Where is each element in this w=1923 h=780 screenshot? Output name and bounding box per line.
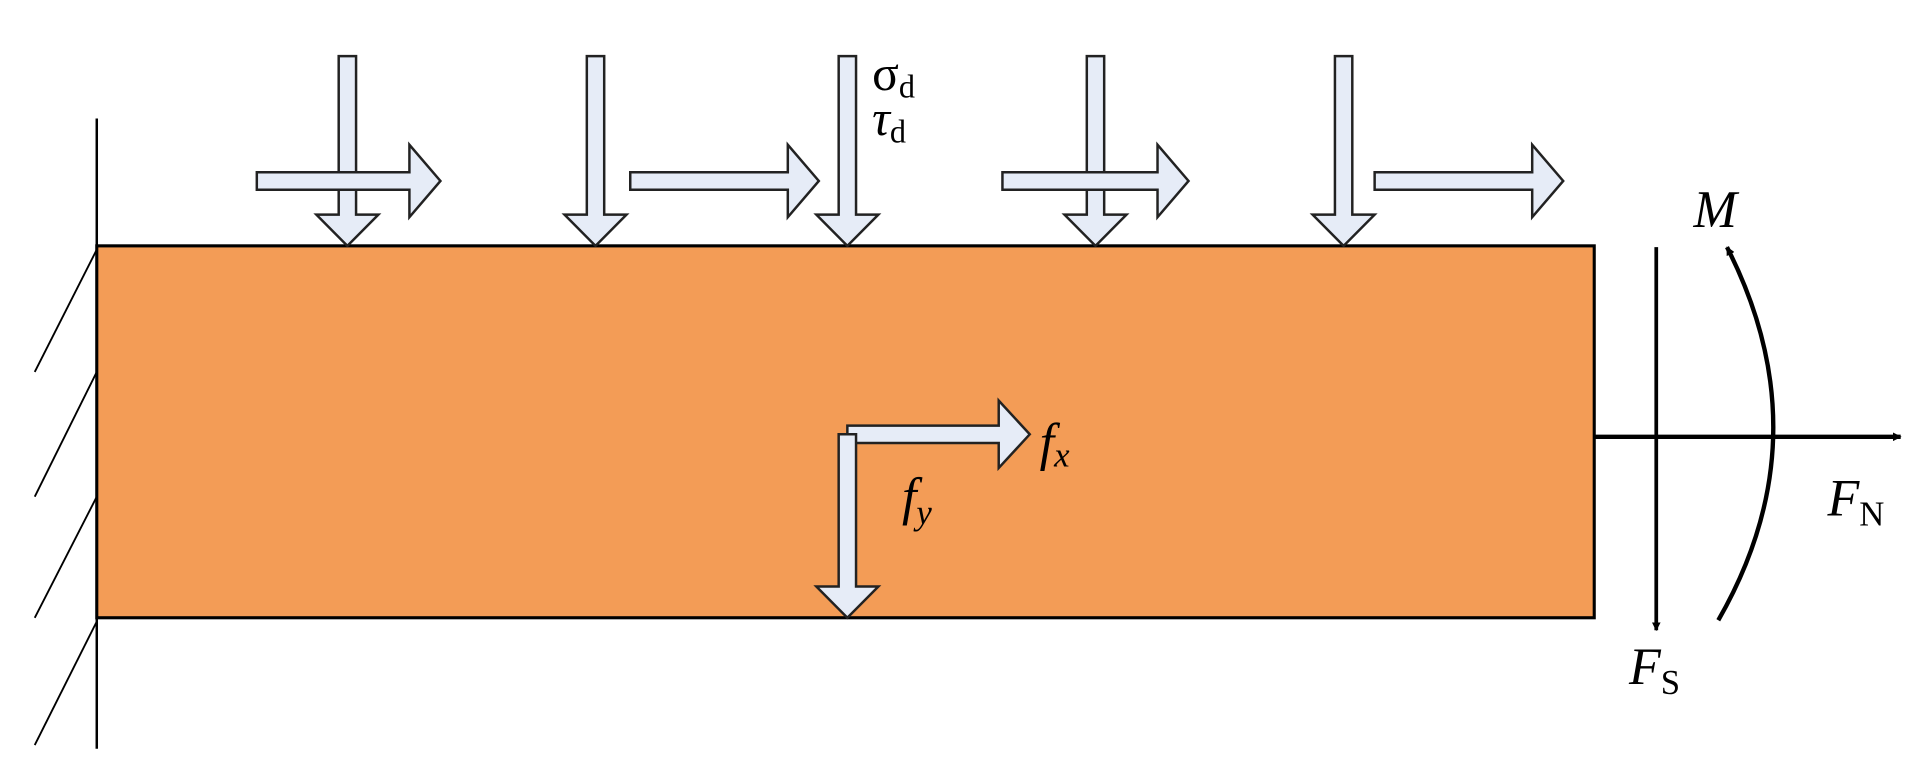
down-arrow-icon <box>313 54 382 248</box>
moment-label: M <box>1692 181 1739 239</box>
fixed-wall <box>33 118 99 749</box>
distributed-normal-load-arrows <box>313 54 1378 248</box>
right-arrow-icon <box>1001 141 1191 221</box>
down-arrow-icon <box>561 54 630 248</box>
right-arrow-icon <box>255 141 443 221</box>
down-arrow-icon <box>1061 54 1130 248</box>
distributed-shear-load-arrows <box>255 141 1565 221</box>
down-arrow-icon <box>1309 54 1378 248</box>
sigma-label: σd <box>872 46 915 105</box>
beam <box>95 244 1596 620</box>
moment-arrow <box>1716 246 1776 622</box>
down-arrow-icon <box>813 54 882 248</box>
right-arrow-icon <box>629 141 821 221</box>
body-force-y-arrow <box>813 433 882 620</box>
right-arrow-icon <box>1373 141 1565 221</box>
fs-label: FS <box>1628 638 1680 702</box>
tau-label: τd <box>872 91 906 150</box>
body-force-x-arrow <box>846 397 1032 472</box>
fn-label: FN <box>1826 469 1884 533</box>
